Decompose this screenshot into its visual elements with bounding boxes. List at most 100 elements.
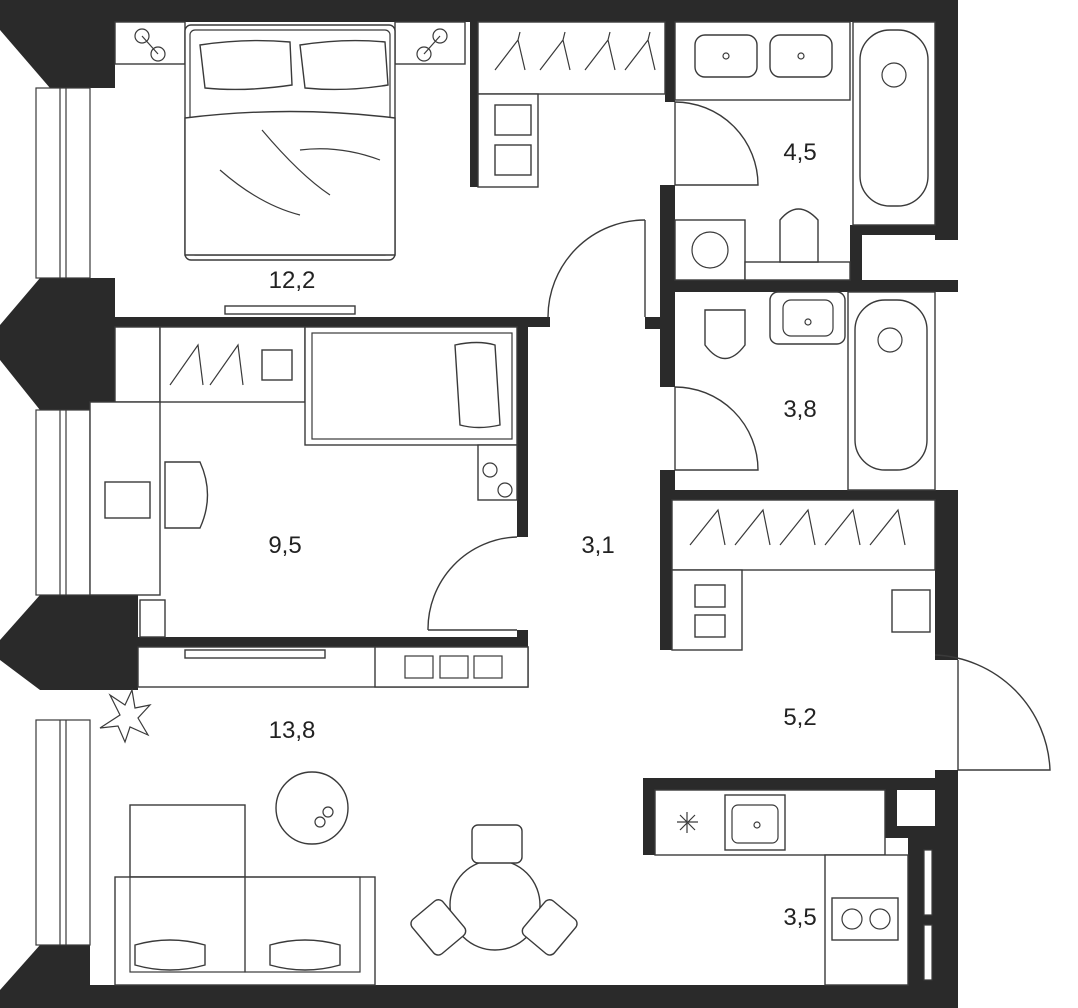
door-swing (547, 219, 646, 318)
wall-bottom (90, 985, 958, 1008)
kitchen: 3,5 (654, 789, 909, 986)
stove-icon (831, 897, 899, 941)
bag-icon (694, 584, 726, 608)
entrance-door-swing (934, 654, 1051, 771)
hanger-icon (689, 508, 906, 546)
ottoman (129, 804, 246, 878)
wall-right-mid (935, 490, 958, 660)
bathroom-mid: 3,8 (674, 291, 936, 491)
wall-right-lower (935, 770, 958, 1008)
wall-wc-bath-divider (660, 280, 958, 292)
chair-icon (410, 899, 467, 956)
chair-icon (164, 461, 209, 529)
door-swing (674, 101, 759, 186)
plant-icon (99, 687, 152, 744)
door-swing (427, 536, 518, 631)
window-bedroom (35, 87, 91, 279)
mirror (891, 589, 931, 633)
window-bedroom2 (35, 409, 91, 596)
wall-wc-left-top (665, 22, 675, 102)
radiator-block (374, 646, 529, 688)
wardrobe-top (477, 21, 759, 188)
bedroom-second: 9,5 (89, 326, 518, 638)
area-bedroom-second: 9,5 (268, 532, 301, 559)
shirt-icon (494, 104, 532, 136)
lamp-icon (432, 28, 448, 44)
coffee-table (275, 771, 349, 845)
wall-bedroom-divider (115, 317, 550, 327)
tv-icon (224, 305, 356, 315)
wall-closet-left (660, 500, 672, 650)
area-hallway: 3,1 (581, 532, 614, 559)
nightstand-left (114, 21, 186, 65)
wall-bedroom2-bottom (138, 637, 528, 647)
cushion-icon (269, 939, 341, 971)
windows (35, 87, 933, 981)
facade-pier-1 (0, 0, 115, 88)
hanger-icon (494, 31, 656, 71)
shoe-rack (671, 569, 743, 651)
drain-icon (881, 62, 907, 88)
chair-icon (521, 899, 578, 956)
sink-icon (694, 34, 758, 78)
radiator-icon (404, 655, 503, 679)
window-living (35, 719, 91, 946)
wall-shaft2-bottom (885, 826, 935, 838)
wall-bath-left (660, 292, 675, 387)
pillow-icon (454, 341, 501, 429)
shelf-unit (114, 326, 161, 403)
shoes-icon (694, 614, 726, 638)
cushion-icon (134, 939, 206, 971)
area-bathroom-mid: 3,8 (783, 396, 816, 423)
bathtub-basin (859, 29, 929, 207)
washing-machine (674, 219, 746, 281)
wall-top (90, 0, 958, 22)
laptop-icon (104, 481, 151, 519)
toilet-icon (779, 208, 819, 263)
hallway: 3,1 (581, 532, 614, 559)
window-kitchen-2 (923, 924, 933, 981)
wardrobe (477, 21, 666, 95)
wall-shaft2-left (885, 778, 897, 836)
drain-icon (877, 327, 903, 353)
wall-bedroom2-right (517, 327, 528, 537)
wall-kitchen-left (643, 790, 655, 855)
shirt-icon (261, 349, 293, 381)
wall-shaft-top (850, 225, 950, 235)
wc-top: 4,5 (547, 21, 936, 318)
wall-wardrobe-left (470, 22, 478, 187)
area-entrance-hall: 5,2 (783, 704, 816, 731)
wall-right-upper (935, 0, 958, 240)
door-swing (674, 386, 759, 471)
chair-icon (471, 824, 523, 864)
facade-pier-4 (0, 945, 90, 1008)
wall-bath-closet-divider (660, 490, 958, 500)
wardrobe (671, 499, 936, 571)
bathtub-basin (854, 299, 928, 471)
entrance-hall: 5,2 (671, 499, 1051, 771)
facade-pier-3 (0, 595, 138, 690)
tv-icon (184, 649, 326, 659)
wall-kitchen-top (643, 778, 958, 790)
sink-icon (769, 291, 846, 345)
toilet-icon (704, 309, 746, 360)
window-kitchen-1 (923, 849, 933, 916)
facade-pier-2 (0, 278, 115, 410)
pillow-icon (299, 39, 389, 91)
sink-icon (769, 34, 833, 78)
area-bedroom-main: 12,2 (269, 267, 316, 294)
lamp-icon (134, 28, 150, 44)
wall-bedroom2-right-low (517, 630, 528, 640)
pillow-icon (199, 39, 293, 91)
living-room: 13,8 (99, 646, 578, 986)
area-wc-top: 4,5 (783, 139, 816, 166)
wall-wc-left (660, 185, 675, 285)
hanger-icon (169, 343, 244, 386)
area-kitchen: 3,5 (783, 904, 816, 931)
washing-machine-icon (691, 231, 729, 269)
lamp-icon (482, 462, 498, 478)
radiator (139, 599, 166, 638)
shirt-icon (494, 144, 532, 176)
